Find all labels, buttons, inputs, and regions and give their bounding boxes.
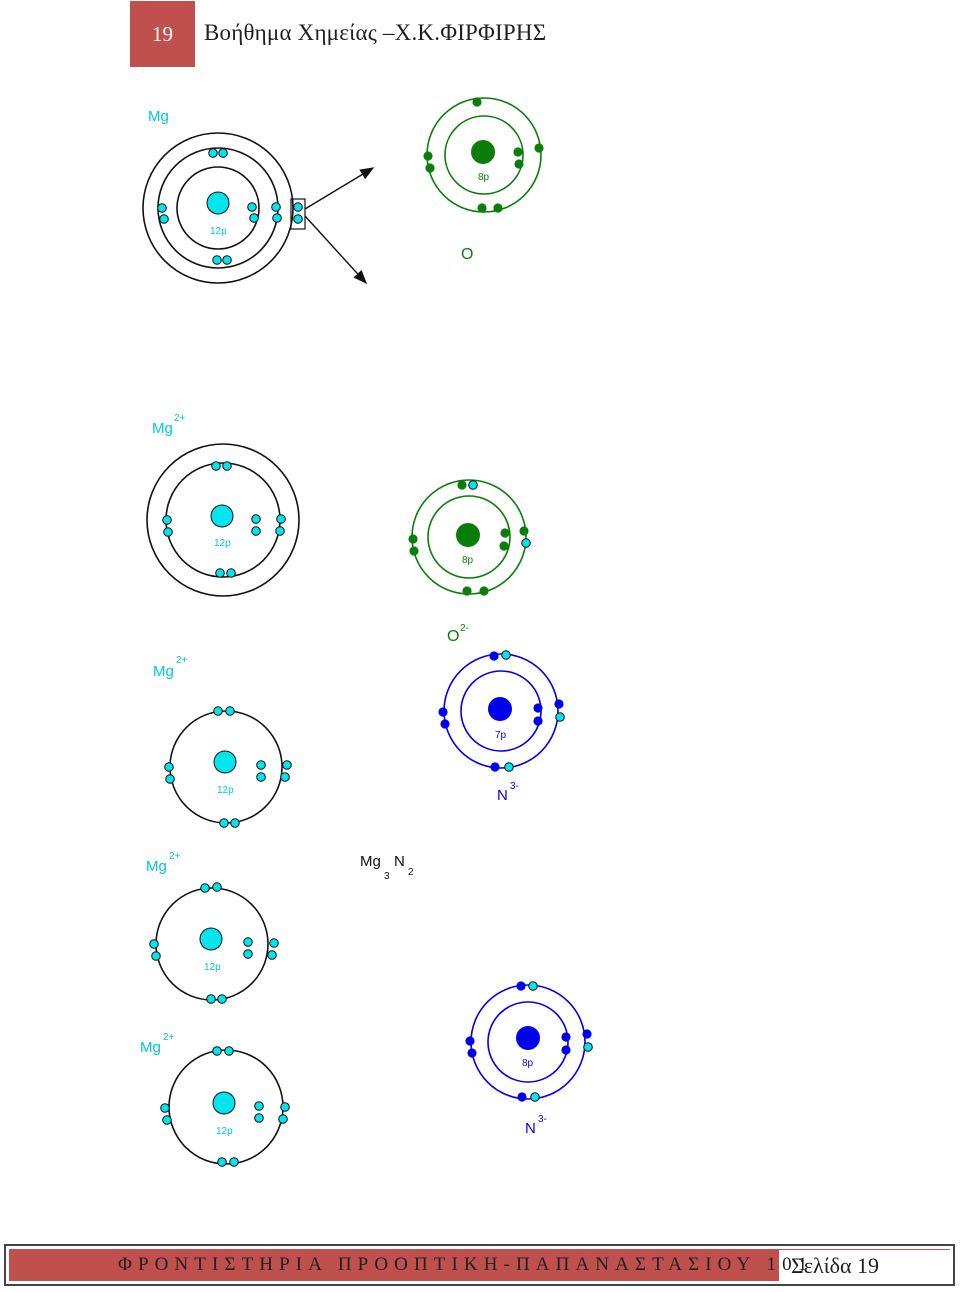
- n-ion-label: N: [497, 787, 508, 804]
- charge-label: 2+: [163, 1032, 175, 1043]
- mg-ion-label: Mg: [152, 420, 173, 437]
- charge-label: 2+: [169, 851, 181, 862]
- charge-label: 2-: [460, 623, 469, 634]
- o-ion: 8p O 2-: [408, 479, 531, 645]
- formula-n: N: [394, 853, 405, 870]
- mg-ion-2: Mg 2+ 12p: [153, 655, 292, 828]
- charge-label: 3-: [510, 781, 519, 792]
- formula-mg3n2: Mg 3 N 2: [360, 853, 414, 882]
- n-ion-2: 8p N 3-: [465, 981, 593, 1137]
- mg-ion-label: Mg: [153, 663, 174, 680]
- o-label: O: [461, 246, 473, 263]
- mg-ion-label: Mg: [140, 1039, 161, 1056]
- n-ion-1: 7p N 3-: [438, 650, 565, 804]
- nucleus-label: 12p: [210, 226, 227, 237]
- footer-school-name: ΦΡΟΝΤΙΣΤΗΡΙΑ ΠΡΟΟΠΤΙΚΗ-ΠΑΠΑΝΑΣΤΑΣΙΟΥ 101: [118, 1254, 814, 1275]
- n-ion-label: N: [525, 1120, 536, 1137]
- charge-label: 2+: [176, 655, 188, 666]
- charge-label: 3-: [538, 1114, 547, 1125]
- formula-mg: Mg: [360, 853, 381, 870]
- nucleus-label: 12p: [217, 785, 234, 796]
- nucleus-label: 8p: [478, 172, 490, 183]
- nucleus-label: 8p: [462, 555, 474, 566]
- mg-ion-label: Mg: [146, 858, 167, 875]
- nucleus-label: 7p: [495, 730, 507, 741]
- formula-subscript-2: 2: [408, 867, 414, 878]
- nucleus-label: 12p: [216, 1126, 233, 1137]
- mg-label: Mg: [148, 108, 169, 125]
- nucleus-label: 12p: [214, 538, 231, 549]
- page-number: 19: [152, 21, 173, 46]
- o-atom-1: 8p O: [423, 97, 544, 263]
- mg-ion-3: Mg 2+ 12p: [146, 851, 279, 1004]
- header-title: Βοήθημα Χημείας –Χ.Κ.ΦΙΡΦΙΡΗΣ: [204, 20, 547, 45]
- footer-page-label: Σελίδα 19: [791, 1253, 880, 1278]
- o-ion-label: O: [447, 628, 459, 645]
- mg-ion-4: Mg 2+ 12p: [140, 1032, 290, 1167]
- page-number-badge: 19: [130, 1, 195, 67]
- nucleus-label: 12p: [204, 962, 221, 973]
- footer-page-box: [779, 1250, 951, 1283]
- formula-subscript-3: 3: [384, 871, 390, 882]
- atom-diagrams: Mg 12p 8p O Mg: [140, 97, 593, 1167]
- mg-atom-1: Mg 12p: [142, 108, 375, 285]
- charge-label: 2+: [174, 413, 186, 424]
- nucleus-label: 8p: [522, 1058, 534, 1069]
- mg-ion-1: Mg 2+ 12p: [146, 413, 300, 597]
